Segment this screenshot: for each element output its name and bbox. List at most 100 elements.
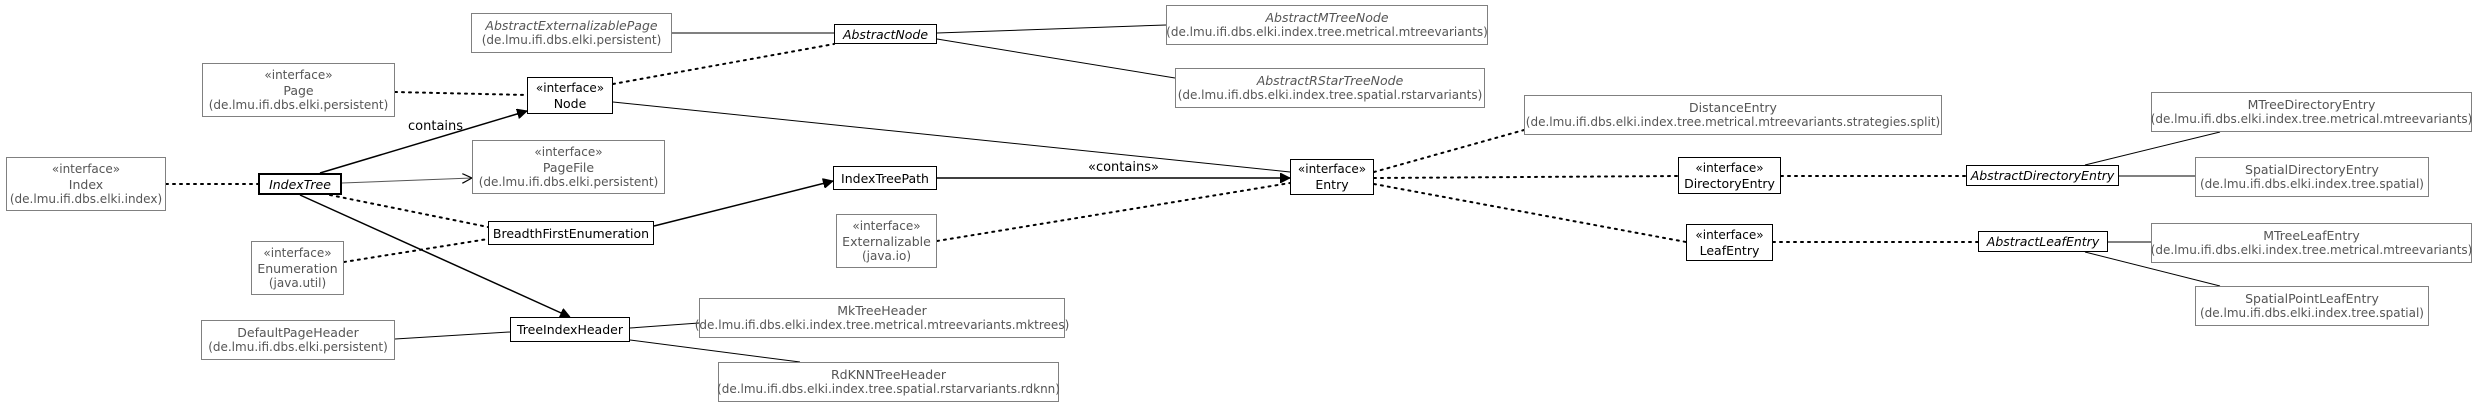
class-name: Externalizable	[842, 233, 931, 249]
class-name: SpatialPointLeafEntry	[2245, 291, 2379, 306]
class-name: SpatialDirectoryEntry	[2245, 162, 2379, 177]
class-spatial-directory-entry: SpatialDirectoryEntry (de.lmu.ifi.dbs.el…	[2195, 157, 2429, 197]
edge-index-tree-to-tree-index-header	[299, 194, 570, 317]
class-name: AbstractLeafEntry	[1986, 234, 2100, 249]
edge-abstract-leaf-entry-to-spatial-point-leaf-entry	[2084, 251, 2221, 287]
class-rdknn-tree-header: RdKNNTreeHeader (de.lmu.ifi.dbs.elki.ind…	[717, 362, 1060, 402]
edge-entry-to-leaf-entry	[1373, 183, 1687, 243]
class-name: DefaultPageHeader	[237, 325, 359, 340]
interface-page-file: «interface» PageFile (de.lmu.ifi.dbs.elk…	[472, 140, 665, 194]
class-package: (de.lmu.ifi.dbs.elki.index.tree.metrical…	[694, 318, 1070, 332]
class-abstract-node: AbstractNode	[834, 24, 937, 44]
class-package: (java.util)	[268, 275, 327, 290]
class-abstract-directory-entry: AbstractDirectoryEntry	[1966, 165, 2119, 186]
edge-node-to-abstract-node	[612, 43, 835, 85]
edge-index-tree-to-node	[319, 111, 527, 174]
class-name: Enumeration	[257, 260, 338, 276]
class-name: Page	[283, 82, 314, 98]
edge-index-tree-to-breadth-first-enumeration	[329, 194, 489, 228]
edge-enumeration-to-breadth-first-enumeration	[343, 238, 489, 263]
class-name: DistanceEntry	[1689, 100, 1777, 115]
class-abstract-mtree-node: AbstractMTreeNode (de.lmu.ifi.dbs.elki.i…	[1166, 5, 1488, 45]
class-index-tree-path: IndexTreePath	[833, 166, 937, 190]
class-tree-index-header: TreeIndexHeader	[510, 317, 630, 342]
class-abstract-rstar-tree-node: AbstractRStarTreeNode (de.lmu.ifi.dbs.el…	[1175, 68, 1485, 108]
edge-tree-index-header-to-rdknn-tree-header	[629, 339, 801, 363]
class-name: Node	[553, 95, 587, 111]
class-name: Index	[68, 176, 104, 192]
edge-tree-index-header-to-mk-tree-header	[629, 322, 700, 329]
class-package: (de.lmu.ifi.dbs.elki.index.tree.spatial.…	[1177, 88, 1483, 102]
class-package: (de.lmu.ifi.dbs.elki.index.tree.metrical…	[1166, 25, 1488, 39]
class-stereotype: «interface»	[264, 67, 333, 82]
class-package: (de.lmu.ifi.dbs.elki.index.tree.metrical…	[2150, 243, 2473, 257]
class-stereotype: «interface»	[263, 245, 332, 260]
class-stereotype: «interface»	[51, 161, 121, 176]
interface-externalizable: «interface» Externalizable (java.io)	[836, 214, 937, 268]
class-name: MTreeDirectoryEntry	[2247, 97, 2376, 112]
edge-entry-to-directory-entry	[1373, 175, 1679, 179]
class-stereotype: «interface»	[534, 144, 603, 159]
interface-directory-entry: «interface» DirectoryEntry	[1678, 157, 1781, 194]
class-package: (de.lmu.ifi.dbs.elki.index.tree.spatial.…	[717, 382, 1060, 396]
class-name: TreeIndexHeader	[517, 322, 623, 337]
edge-default-page-header-to-tree-index-header	[394, 331, 511, 340]
class-package: (de.lmu.ifi.dbs.elki.persistent)	[478, 174, 659, 189]
class-index-tree: IndexTree	[258, 173, 342, 195]
class-name: MTreeLeafEntry	[2263, 228, 2360, 243]
class-stereotype: «interface»	[1695, 227, 1764, 242]
class-stereotype: «interface»	[1695, 160, 1764, 175]
class-default-page-header: DefaultPageHeader (de.lmu.ifi.dbs.elki.p…	[201, 320, 395, 360]
edge-abstract-directory-entry-to-mtree-directory-entry	[2084, 131, 2221, 166]
class-breadth-first-enumeration: BreadthFirstEnumeration	[488, 221, 654, 245]
edge-abstract-node-to-abstract-mtree-node	[936, 24, 1167, 34]
edge-breadth-first-enumeration-to-index-tree-path	[653, 181, 833, 227]
class-name: PageFile	[542, 159, 595, 175]
edge-index-tree-to-page-file	[341, 178, 472, 184]
class-name: BreadthFirstEnumeration	[492, 225, 650, 241]
class-stereotype: «interface»	[1297, 162, 1367, 176]
class-name: RdKNNTreeHeader	[830, 367, 947, 382]
class-name: LeafEntry	[1699, 242, 1760, 258]
interface-page: «interface» Page (de.lmu.ifi.dbs.elki.pe…	[202, 63, 395, 117]
class-distance-entry: DistanceEntry (de.lmu.ifi.dbs.elki.index…	[1524, 95, 1942, 135]
class-name: IndexTree	[269, 176, 331, 192]
edge-abstract-node-to-abstract-rstar-tree-node	[936, 38, 1176, 79]
class-package: (de.lmu.ifi.dbs.elki.index)	[9, 191, 163, 206]
class-package: (java.io)	[862, 248, 911, 263]
class-name: Entry	[1315, 177, 1349, 192]
interface-enumeration: «interface» Enumeration (java.util)	[251, 241, 344, 295]
edge-node-to-entry	[612, 101, 1291, 173]
edge-label-contains-stereotype: «contains»	[1088, 160, 1159, 175]
edge-page-to-node	[394, 91, 528, 96]
class-mk-tree-header: MkTreeHeader (de.lmu.ifi.dbs.elki.index.…	[695, 298, 1069, 338]
interface-entry: «interface» Entry	[1290, 159, 1374, 195]
class-name: AbstractMTreeNode	[1265, 10, 1389, 25]
class-name: AbstractNode	[842, 26, 929, 42]
class-package: (de.lmu.ifi.dbs.elki.index.tree.spatial)	[2200, 306, 2424, 320]
interface-node: «interface» Node	[527, 77, 613, 114]
class-stereotype: «interface»	[852, 218, 921, 233]
class-abstract-externalizable-page: AbstractExternalizablePage (de.lmu.ifi.d…	[471, 13, 672, 53]
class-stereotype: «interface»	[535, 80, 605, 95]
interface-leaf-entry: «interface» LeafEntry	[1686, 224, 1773, 261]
class-abstract-leaf-entry: AbstractLeafEntry	[1978, 231, 2108, 252]
class-mtree-leaf-entry: MTreeLeafEntry (de.lmu.ifi.dbs.elki.inde…	[2151, 223, 2472, 263]
interface-index: «interface» Index (de.lmu.ifi.dbs.elki.i…	[6, 157, 166, 211]
class-name: AbstractDirectoryEntry	[1970, 168, 2115, 183]
class-mtree-directory-entry: MTreeDirectoryEntry (de.lmu.ifi.dbs.elki…	[2151, 92, 2472, 132]
class-package: (de.lmu.ifi.dbs.elki.persistent)	[481, 33, 662, 47]
class-name: MkTreeHeader	[837, 303, 927, 318]
class-package: (de.lmu.ifi.dbs.elki.index.tree.metrical…	[2150, 112, 2473, 126]
class-name: AbstractRStarTreeNode	[1256, 73, 1404, 88]
class-spatial-point-leaf-entry: SpatialPointLeafEntry (de.lmu.ifi.dbs.el…	[2195, 286, 2429, 326]
edge-externalizable-to-entry	[936, 182, 1291, 242]
class-name: IndexTreePath	[841, 170, 929, 186]
edge-entry-to-distance-entry	[1373, 129, 1525, 173]
class-package: (de.lmu.ifi.dbs.elki.persistent)	[208, 340, 388, 354]
class-package: (de.lmu.ifi.dbs.elki.index.tree.spatial)	[2200, 177, 2424, 191]
class-name: DirectoryEntry	[1684, 175, 1775, 191]
class-package: (de.lmu.ifi.dbs.elki.persistent)	[208, 97, 389, 112]
